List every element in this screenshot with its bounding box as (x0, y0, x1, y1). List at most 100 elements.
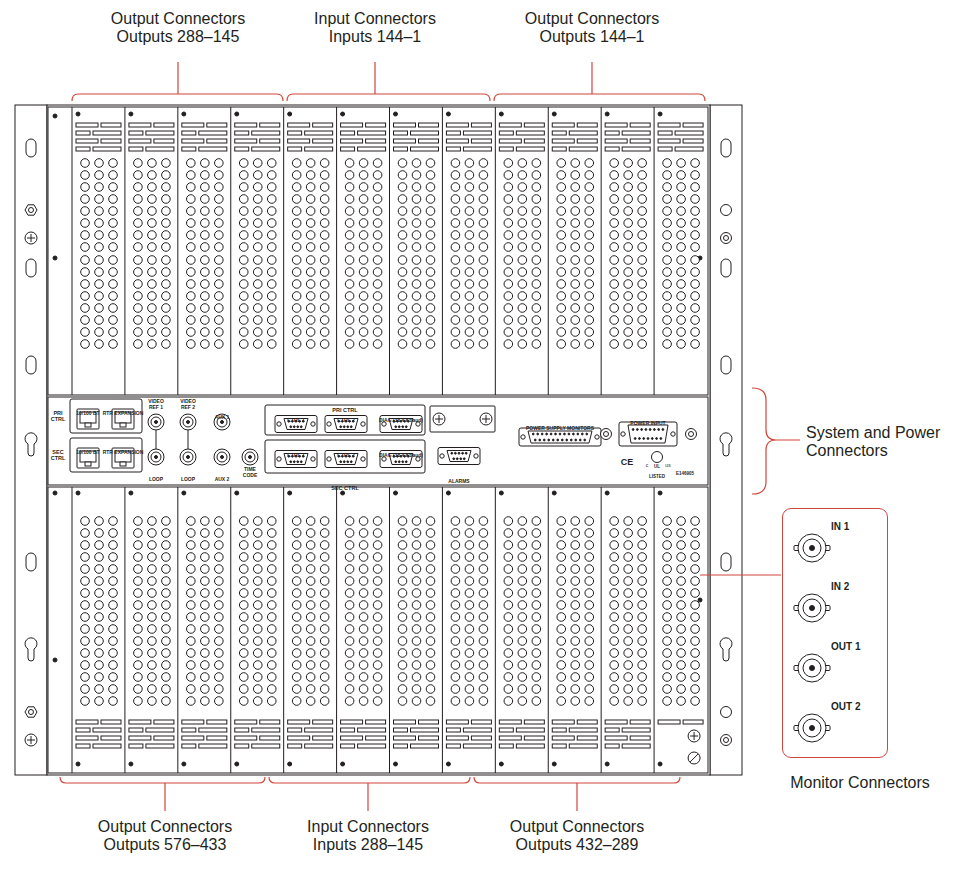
bnc-hole (359, 231, 368, 240)
bnc-hole (148, 256, 157, 265)
bnc-hole (373, 243, 382, 252)
bnc-hole (215, 673, 224, 682)
bnc-hole (451, 529, 460, 538)
bnc-hole (585, 243, 594, 252)
bnc-hole (479, 304, 488, 313)
bnc-hole (292, 697, 301, 706)
bnc-hole (187, 613, 196, 622)
bnc-hole (691, 589, 700, 598)
bnc-hole (465, 517, 474, 526)
card-screw (658, 491, 662, 495)
bnc-hole (518, 268, 527, 277)
bnc-hole (585, 517, 594, 526)
bnc-hole (557, 517, 566, 526)
bnc-hole (215, 268, 224, 277)
bnc-hole (345, 577, 354, 586)
card-screw (341, 491, 345, 495)
bnc-hole (201, 231, 210, 240)
bnc-hole (691, 661, 700, 670)
bnc-hole (201, 207, 210, 216)
bnc-hole (663, 171, 672, 180)
bnc-hole (504, 589, 513, 598)
bnc-hole (638, 673, 647, 682)
bnc-hole (345, 328, 354, 337)
bnc-hole (373, 553, 382, 562)
bnc-hole (134, 280, 143, 289)
card-screw (76, 491, 80, 495)
bnc-hole (320, 171, 329, 180)
bnc-hole (215, 577, 224, 586)
bnc-hole (359, 268, 368, 277)
bnc-hole (345, 316, 354, 325)
bnc-hole (162, 340, 171, 349)
slot-hole (721, 259, 731, 277)
vent-slot (446, 139, 468, 143)
bnc-hole (239, 529, 248, 538)
bnc-hole (215, 340, 224, 349)
mount-ring-inner (689, 432, 694, 437)
bnc-hole (677, 183, 686, 192)
card-screw (182, 491, 186, 495)
bnc-hole (532, 183, 541, 192)
bnc-hole (624, 697, 633, 706)
bnc-hole (148, 316, 157, 325)
bnc-hole (624, 159, 633, 168)
panel-marking: SEC CTRL (331, 485, 359, 491)
system-panel (48, 397, 708, 485)
bnc-hole (412, 697, 421, 706)
bnc-hole (215, 328, 224, 337)
bnc-hole (398, 697, 407, 706)
d-sub-pin (405, 426, 407, 428)
bnc-hole (451, 649, 460, 658)
bnc-hole (201, 268, 210, 277)
bnc-hole (691, 649, 700, 658)
bnc-hole (359, 316, 368, 325)
bnc-hole (691, 207, 700, 216)
bnc-hole (345, 183, 354, 192)
bnc-hole (187, 541, 196, 550)
bnc-hole (306, 565, 315, 574)
bnc-hole (345, 649, 354, 658)
d-sub-pin (568, 433, 570, 435)
bnc-hole (504, 171, 513, 180)
bnc-hole (239, 589, 248, 598)
d-sub-pin (290, 426, 292, 428)
d-sub-pin (557, 439, 559, 441)
vent-slot (199, 147, 227, 151)
card-screw (182, 762, 186, 766)
bnc-hole (638, 219, 647, 228)
d-sub-pin (539, 439, 541, 441)
bnc-hole (148, 207, 157, 216)
bnc-hole (345, 589, 354, 598)
bnc-hole (412, 625, 421, 634)
bnc-hole (239, 541, 248, 550)
bnc-hole (267, 219, 276, 228)
card-screw (446, 762, 450, 766)
bnc-hole (610, 243, 619, 252)
vent-slot (93, 131, 121, 135)
vent-slot (605, 720, 627, 724)
bnc-hole (398, 637, 407, 646)
panel-marking: 10/100 BT (76, 411, 99, 417)
ground-screw (688, 730, 700, 742)
bnc-hole (162, 231, 171, 240)
bnc-hole (373, 304, 382, 313)
bnc-hole (557, 649, 566, 658)
bnc-hole (215, 565, 224, 574)
vent-slot (516, 728, 544, 732)
d-sub-pin (534, 439, 536, 441)
bnc-hole (109, 231, 118, 240)
bnc-hole (426, 649, 435, 658)
bnc-hole (479, 529, 488, 538)
card-divider (442, 487, 443, 773)
bnc-hole (359, 207, 368, 216)
vent-slot (499, 139, 521, 143)
bnc-hole (359, 529, 368, 538)
bnc-hole (345, 685, 354, 694)
bnc-hole (638, 661, 647, 670)
bnc-hole (109, 219, 118, 228)
vent-slot (446, 147, 460, 151)
bnc-hole (267, 613, 276, 622)
card-divider (336, 487, 337, 773)
vent-slot (129, 123, 151, 127)
